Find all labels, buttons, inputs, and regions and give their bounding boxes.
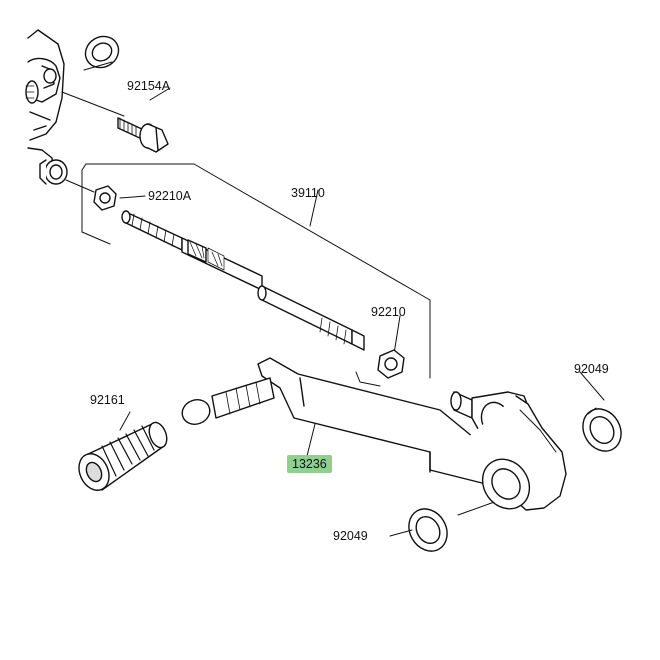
assembly-bracket-39110: [81, 163, 431, 387]
part-label-highlighted: 13236: [287, 455, 332, 473]
part-label: 92049: [333, 529, 368, 543]
tie-rod: [121, 210, 365, 351]
flange-bolt-icon: [117, 117, 169, 153]
part-label: 92154A: [127, 79, 171, 93]
part-label: 92049: [574, 362, 609, 376]
foot-peg-shaft: [181, 377, 275, 425]
part-label: 92161: [90, 393, 125, 407]
oil-seal-icon: [408, 508, 448, 552]
hex-nut-icon: [93, 185, 117, 211]
hex-nut-icon: [377, 349, 405, 379]
rubber-pedal-icon: [78, 421, 168, 491]
part-label: 39110: [291, 186, 325, 200]
oil-seal-icon: [582, 407, 622, 452]
shift-pedal-lever: [257, 357, 567, 511]
part-label: 92210: [371, 305, 406, 319]
shift-shaft-bracket: [25, 29, 68, 185]
washer-icon: [84, 35, 120, 69]
leader-lines: [61, 61, 605, 537]
part-label: 92210A: [148, 189, 192, 203]
